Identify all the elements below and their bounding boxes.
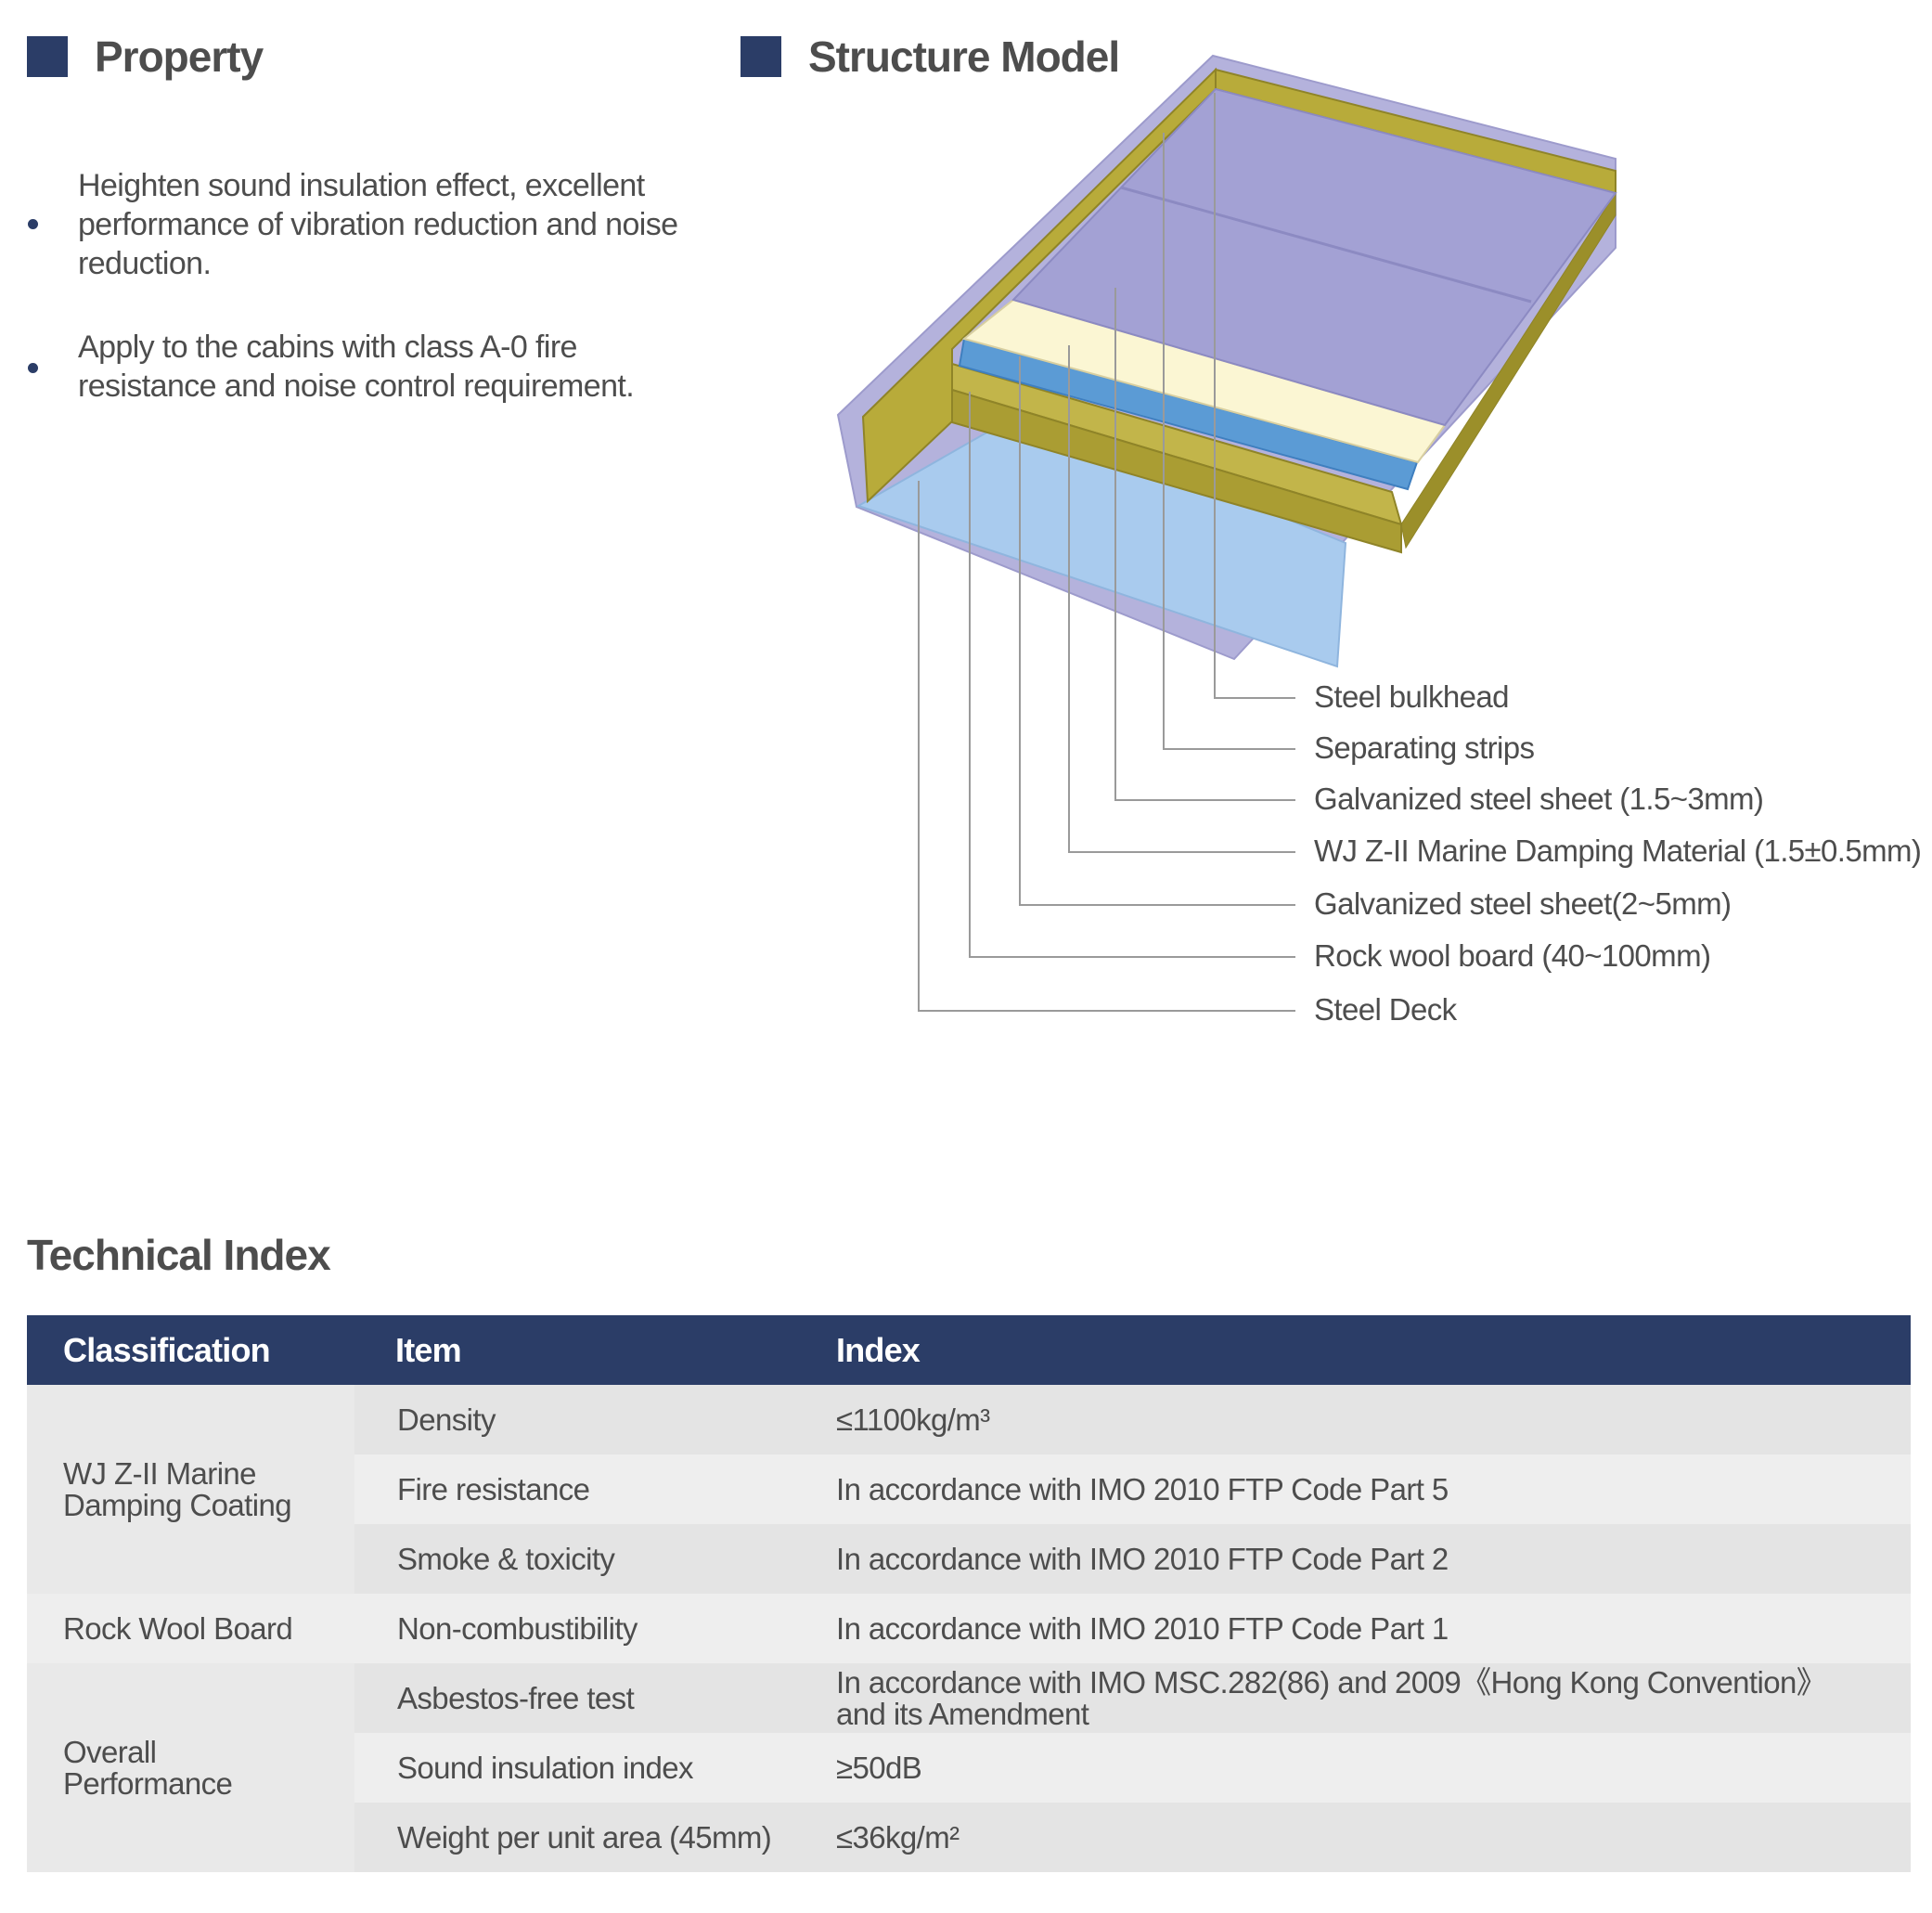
leader-rock-wool: [969, 392, 1295, 958]
layer-label-galvanized-upper: Galvanized steel sheet (1.5~3mm): [1314, 782, 1764, 816]
header-index: Index: [818, 1315, 1911, 1385]
item-cell: Asbestos-free test: [354, 1663, 818, 1733]
header-classification: Classification: [27, 1315, 354, 1385]
item-cell: Density: [354, 1385, 818, 1454]
index-cell: In accordance with IMO MSC.282(86) and 2…: [818, 1663, 1911, 1733]
classification-cell: Overall Performance: [27, 1663, 354, 1872]
item-cell: Weight per unit area (45mm): [354, 1803, 818, 1872]
table-row: Fire resistance In accordance with IMO 2…: [27, 1454, 1911, 1524]
classification-cell: WJ Z-II Marine Damping Coating: [27, 1385, 354, 1594]
layer-label-galvanized-lower: Galvanized steel sheet(2~5mm): [1314, 886, 1732, 921]
property-title: Property: [95, 32, 264, 81]
table-row: Sound insulation index ≥50dB: [27, 1733, 1911, 1803]
header-item: Item: [354, 1315, 818, 1385]
layer-label-steel-deck: Steel Deck: [1314, 992, 1457, 1027]
structure-title: Structure Model: [808, 32, 1120, 81]
item-cell: Non-combustibility: [354, 1594, 818, 1663]
table-row: Weight per unit area (45mm) ≤36kg/m²: [27, 1803, 1911, 1872]
item-cell: Smoke & toxicity: [354, 1524, 818, 1594]
table-header-row: Classification Item Index: [27, 1315, 1911, 1385]
leader-steel-bulkhead: [1214, 93, 1295, 699]
table-row: WJ Z-II Marine Damping Coating Density ≤…: [27, 1385, 1911, 1594]
item-cell: Fire resistance: [354, 1454, 818, 1524]
table-row: Smoke & toxicity In accordance with IMO …: [27, 1524, 1911, 1594]
layer-label-rock-wool: Rock wool board (40~100mm): [1314, 938, 1711, 973]
layer-label-damping: WJ Z-II Marine Damping Material (1.5±0.5…: [1314, 834, 1922, 868]
index-cell: In accordance with IMO 2010 FTP Code Par…: [818, 1524, 1911, 1594]
classification-cell: Rock Wool Board: [27, 1594, 354, 1663]
layer-label-steel-bulkhead: Steel bulkhead: [1314, 679, 1510, 714]
property-heading-marker: [27, 36, 68, 77]
leader-galvanized-upper: [1114, 288, 1295, 801]
structure-heading-marker: [741, 36, 781, 77]
item-cell: Sound insulation index: [354, 1733, 818, 1803]
property-bullet-1: Heighten sound insulation effect, excell…: [78, 168, 678, 281]
leader-damping: [1068, 345, 1295, 853]
leader-galvanized-lower: [1019, 356, 1295, 906]
index-cell: ≥50dB: [818, 1733, 1911, 1803]
index-cell: ≤1100kg/m³: [818, 1385, 1911, 1454]
structure-model-diagram: [836, 54, 1617, 1012]
bullet-dot: [28, 219, 38, 229]
table-row: Overall Performance Asbestos-free test I…: [27, 1663, 1911, 1872]
layer-label-separating-strips: Separating strips: [1314, 730, 1535, 765]
leader-steel-deck: [918, 481, 1295, 1012]
index-cell: ≤36kg/m²: [818, 1803, 1911, 1872]
bullet-dot: [28, 363, 38, 373]
table-row: Rock Wool Board Non-combustibility In ac…: [27, 1594, 1911, 1663]
index-cell: In accordance with IMO 2010 FTP Code Par…: [818, 1594, 1911, 1663]
index-cell: In accordance with IMO 2010 FTP Code Par…: [818, 1454, 1911, 1524]
technical-index-table: Classification Item Index WJ Z-II Marine…: [27, 1315, 1911, 1872]
leader-separating-strips: [1163, 133, 1295, 750]
property-bullet-2: Apply to the cabins with class A-0 fire …: [78, 330, 635, 404]
technical-index-title: Technical Index: [27, 1231, 331, 1279]
